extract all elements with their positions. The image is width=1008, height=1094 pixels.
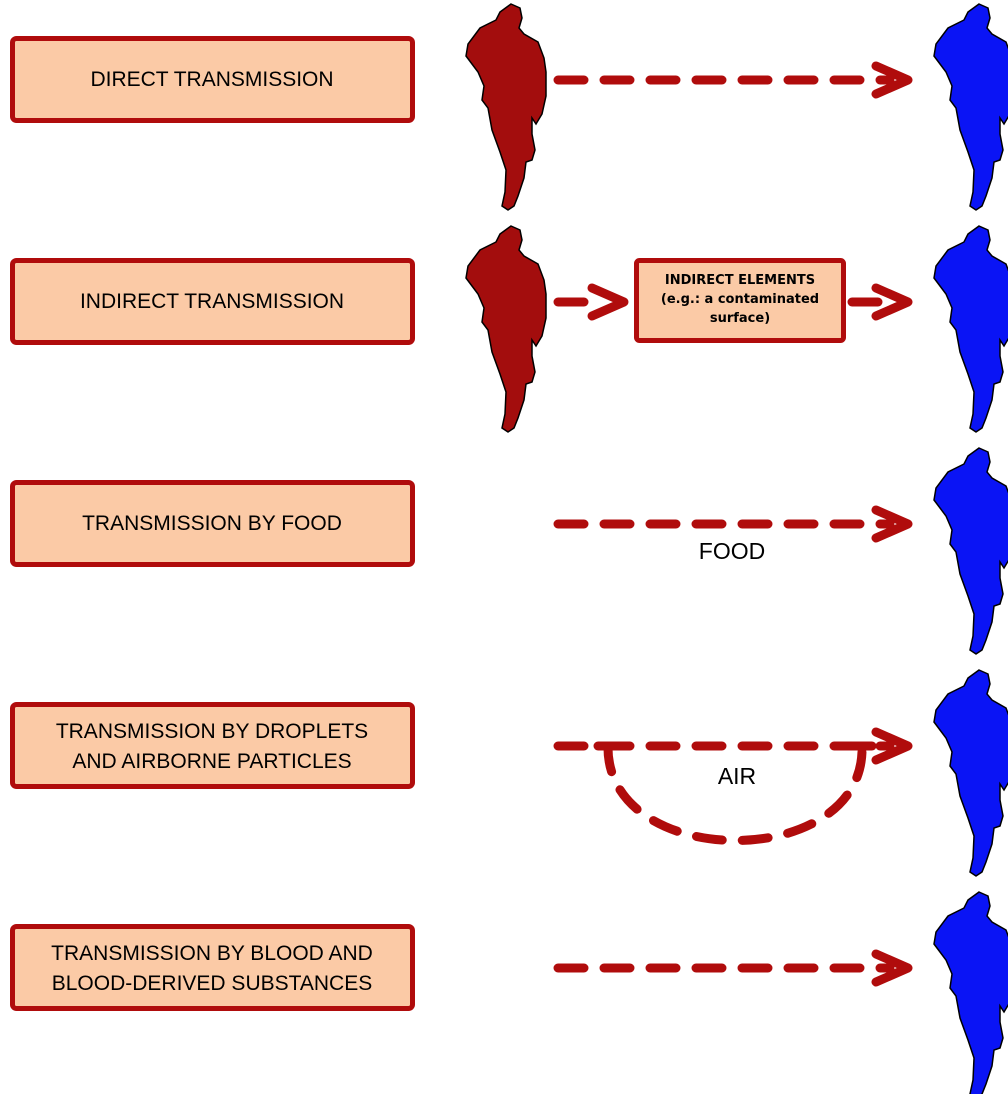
indirect-elements-box: INDIRECT ELEMENTS (e.g.: a contaminated … bbox=[634, 258, 846, 343]
category-label-line: AND AIRBORNE PARTICLES bbox=[72, 750, 351, 773]
transmission-arrow bbox=[553, 505, 913, 543]
row-indirect: INDIRECT TRANSMISSION INDIRECT ELEMENTS … bbox=[10, 225, 1008, 433]
category-label-line: TRANSMISSION BY FOOD bbox=[82, 512, 342, 535]
row-food: TRANSMISSION BY FOOD FOOD bbox=[10, 447, 1008, 655]
source-person-icon bbox=[465, 3, 547, 211]
target-person-icon bbox=[933, 225, 1008, 433]
row-blood: TRANSMISSION BY BLOOD AND BLOOD-DERIVED … bbox=[10, 891, 1008, 1094]
category-label-line: TRANSMISSION BY DROPLETS bbox=[56, 720, 368, 743]
row-direct: DIRECT TRANSMISSION bbox=[10, 3, 1008, 211]
category-box-indirect: INDIRECT TRANSMISSION bbox=[10, 258, 415, 345]
transmission-arrow bbox=[553, 949, 913, 987]
source-person-icon bbox=[465, 225, 547, 433]
row-air: TRANSMISSION BY DROPLETS AND AIRBORNE PA… bbox=[10, 669, 1008, 877]
target-person-icon bbox=[933, 3, 1008, 211]
airborne-dispersion-arc bbox=[593, 741, 877, 845]
transmission-arrow bbox=[553, 61, 913, 99]
indirect-elements-line: (e.g.: a contaminated bbox=[661, 292, 819, 307]
category-box-direct: DIRECT TRANSMISSION bbox=[10, 36, 415, 123]
path-label-food: FOOD bbox=[699, 538, 765, 564]
target-person-icon bbox=[933, 891, 1008, 1094]
category-label-line: TRANSMISSION BY BLOOD AND bbox=[51, 942, 373, 965]
category-label-line: BLOOD-DERIVED SUBSTANCES bbox=[52, 972, 373, 995]
category-box-air: TRANSMISSION BY DROPLETS AND AIRBORNE PA… bbox=[10, 702, 415, 789]
indirect-elements-line: INDIRECT ELEMENTS bbox=[665, 273, 815, 288]
category-label-line: INDIRECT TRANSMISSION bbox=[80, 290, 344, 313]
path-label-air: AIR bbox=[718, 763, 756, 789]
transmission-arrow-from-element bbox=[847, 283, 913, 321]
category-label-line: DIRECT TRANSMISSION bbox=[90, 68, 333, 91]
category-box-food: TRANSMISSION BY FOOD bbox=[10, 480, 415, 567]
indirect-elements-line: surface) bbox=[710, 311, 770, 326]
target-person-icon bbox=[933, 669, 1008, 877]
target-person-icon bbox=[933, 447, 1008, 655]
transmission-arrow-to-element bbox=[553, 283, 629, 321]
category-box-blood: TRANSMISSION BY BLOOD AND BLOOD-DERIVED … bbox=[10, 924, 415, 1011]
